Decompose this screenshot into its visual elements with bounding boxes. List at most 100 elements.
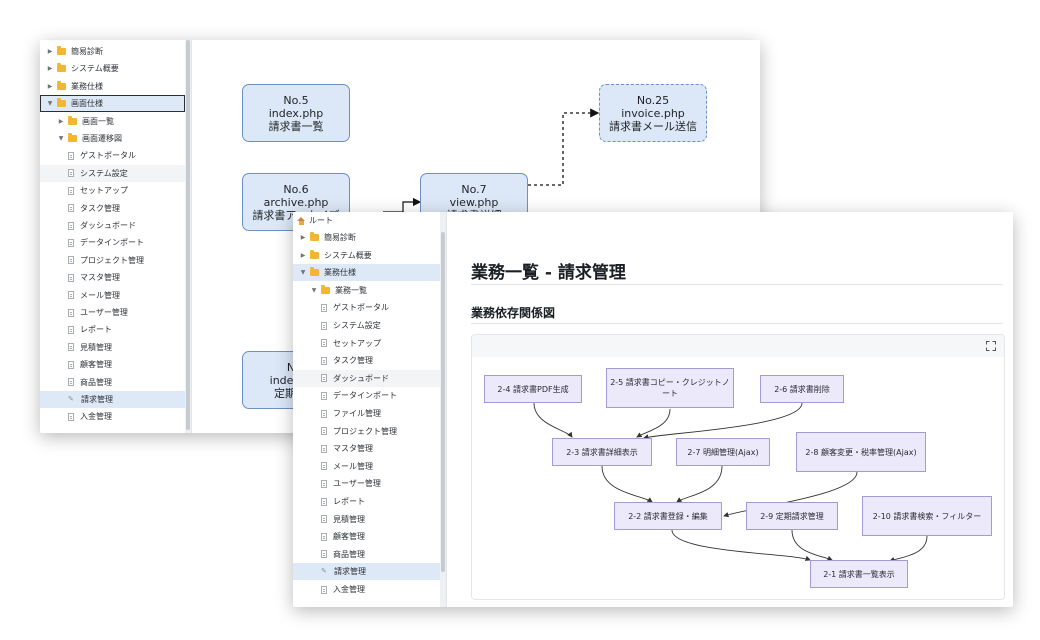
- folder-icon: [68, 133, 77, 142]
- tree-item[interactable]: ダッシュボード: [293, 369, 440, 387]
- tree-item[interactable]: ダッシュボード: [40, 217, 185, 234]
- tree-item[interactable]: 商品管理: [40, 374, 185, 391]
- dep-node-2-7[interactable]: 2-7 明細管理(Ajax): [676, 438, 770, 466]
- chevron-right-icon[interactable]: ▶: [47, 65, 53, 73]
- tree-item-label: 画面仕様: [71, 99, 103, 109]
- tree-item[interactable]: メール管理: [293, 458, 440, 475]
- front-sidebar-scrollbar[interactable]: [440, 212, 446, 607]
- node-n5[interactable]: No.5 index.php 請求書一覧: [242, 84, 350, 142]
- chevron-down-icon[interactable]: ▼: [47, 100, 53, 108]
- tree-item[interactable]: ▼業務仕様: [293, 264, 440, 282]
- home-icon: [297, 216, 306, 225]
- tree-item[interactable]: メール管理: [40, 287, 185, 304]
- tree-item[interactable]: マスタ管理: [293, 440, 440, 457]
- tree-item[interactable]: 見積管理: [293, 511, 440, 528]
- tree-item[interactable]: ▼業務一覧: [293, 282, 440, 299]
- tree-item[interactable]: ユーザー管理: [293, 475, 440, 492]
- dep-node-2-5[interactable]: 2-5 請求書コピー・クレジットノート: [606, 368, 734, 408]
- tree-item[interactable]: タスク管理: [40, 200, 185, 217]
- tree-item[interactable]: ✎請求管理: [40, 391, 185, 408]
- tree-item-label: 顧客管理: [333, 532, 365, 542]
- edge-d26-d23: [643, 402, 803, 440]
- tree-item[interactable]: 入金管理: [293, 581, 440, 598]
- tree-item[interactable]: プロジェクト管理: [40, 252, 185, 269]
- tree-item[interactable]: ▼ 画面仕様: [40, 95, 185, 113]
- tree-item[interactable]: ▶システム概要: [293, 247, 440, 264]
- dependency-diagram: 2-4 請求書PDF生成 2-5 請求書コピー・クレジットノート 2-6 請求書…: [471, 334, 1005, 600]
- tree-item-label: 画面一覧: [82, 116, 114, 126]
- tree-item[interactable]: 顧客管理: [40, 356, 185, 373]
- tree-item[interactable]: データインポート: [40, 234, 185, 251]
- document-icon: [321, 339, 327, 348]
- dep-node-2-2[interactable]: 2-2 請求書登録・編集: [614, 502, 722, 530]
- document-icon: [68, 151, 74, 160]
- document-icon: [68, 291, 74, 300]
- tree-root[interactable]: ルート: [293, 212, 440, 229]
- tree-item-label: ゲストポータル: [333, 303, 389, 313]
- dep-node-2-3[interactable]: 2-3 請求書詳細表示: [552, 438, 652, 466]
- tree-item[interactable]: ▶簡易診断: [40, 43, 185, 60]
- tree-item[interactable]: ▶システム概要: [40, 60, 185, 77]
- edge-d24-d23: [533, 402, 573, 438]
- edge-d27-d22: [676, 465, 723, 503]
- dep-node-2-4[interactable]: 2-4 請求書PDF生成: [484, 375, 582, 403]
- document-icon: [68, 221, 74, 230]
- chevron-right-icon[interactable]: ▶: [300, 234, 306, 241]
- back-sidebar-scrollbar[interactable]: [185, 40, 191, 433]
- folder-icon: [321, 284, 330, 294]
- folder-icon: [57, 98, 66, 108]
- folder-icon: [310, 249, 319, 259]
- tree-item-label: メール管理: [333, 461, 373, 471]
- dep-node-2-1[interactable]: 2-1 請求書一覧表示: [810, 560, 908, 588]
- tree-item-label: レポート: [333, 497, 365, 506]
- tree-item[interactable]: ▶簡易診断: [293, 229, 440, 246]
- chevron-right-icon[interactable]: ▶: [300, 251, 306, 259]
- node-n7-line1: No.7: [461, 182, 487, 196]
- tree-item[interactable]: タスク管理: [293, 352, 440, 369]
- dep-node-2-8[interactable]: 2-8 顧客変更・税率管理(Ajax): [796, 432, 926, 472]
- chevron-down-icon[interactable]: ▼: [311, 286, 317, 294]
- fullscreen-icon[interactable]: [986, 341, 996, 351]
- tree-item[interactable]: セットアップ: [40, 182, 185, 199]
- page-title: 業務一覧 - 請求管理: [471, 263, 626, 283]
- node-n25[interactable]: No.25 invoice.php 請求書メール送信: [599, 84, 707, 142]
- chevron-right-icon[interactable]: ▶: [58, 117, 64, 125]
- tree-item[interactable]: マスタ管理: [40, 269, 185, 286]
- tree-item[interactable]: ゲストポータル: [40, 147, 185, 164]
- tree-item[interactable]: ファイル管理: [293, 405, 440, 422]
- tree-item[interactable]: ✎請求管理: [293, 563, 440, 581]
- dep-node-2-9[interactable]: 2-9 定期請求管理: [746, 502, 838, 530]
- chevron-right-icon[interactable]: ▶: [47, 82, 53, 90]
- tree-item[interactable]: ▶ 画面一覧: [40, 113, 185, 130]
- tree-item[interactable]: ▶業務仕様: [40, 78, 185, 95]
- tree-item[interactable]: 商品管理: [293, 546, 440, 563]
- tree-item[interactable]: 見積管理: [40, 339, 185, 356]
- tree-item[interactable]: システム設定: [40, 164, 185, 182]
- tree-item-label: プロジェクト管理: [80, 255, 144, 265]
- tree-item-label: 顧客管理: [80, 360, 112, 370]
- tree-item[interactable]: 顧客管理: [293, 528, 440, 545]
- tree-item-label: メール管理: [80, 290, 120, 300]
- dependency-edges: [533, 402, 928, 563]
- tree-item[interactable]: プロジェクト管理: [293, 423, 440, 440]
- document-icon: [68, 256, 74, 265]
- dep-node-2-10[interactable]: 2-10 請求書検索・フィルター: [862, 496, 992, 536]
- document-icon: [321, 479, 327, 488]
- chevron-right-icon[interactable]: ▶: [47, 48, 53, 55]
- tree-item[interactable]: ユーザー管理: [40, 304, 185, 321]
- document-icon: [321, 391, 327, 400]
- tree-item-label: システム設定: [80, 168, 128, 178]
- tree-item[interactable]: データインポート: [293, 387, 440, 404]
- dep-node-2-6[interactable]: 2-6 請求書削除: [760, 375, 844, 403]
- tree-item-label: プロジェクト管理: [333, 426, 397, 436]
- tree-item[interactable]: システム設定: [293, 317, 440, 334]
- tree-item[interactable]: レポート: [40, 321, 185, 338]
- front-sidebar-tree: ルート ▶簡易診断▶システム概要▼業務仕様▼業務一覧ゲストポータルシステム設定セ…: [293, 212, 447, 607]
- chevron-down-icon[interactable]: ▼: [300, 269, 306, 277]
- tree-item[interactable]: ゲストポータル: [293, 299, 440, 316]
- tree-item[interactable]: セットアップ: [293, 335, 440, 352]
- tree-item[interactable]: 入金管理: [40, 408, 185, 425]
- chevron-down-icon[interactable]: ▼: [58, 135, 64, 142]
- tree-item[interactable]: ▼画面遷移図: [40, 130, 185, 147]
- tree-item[interactable]: レポート: [293, 493, 440, 510]
